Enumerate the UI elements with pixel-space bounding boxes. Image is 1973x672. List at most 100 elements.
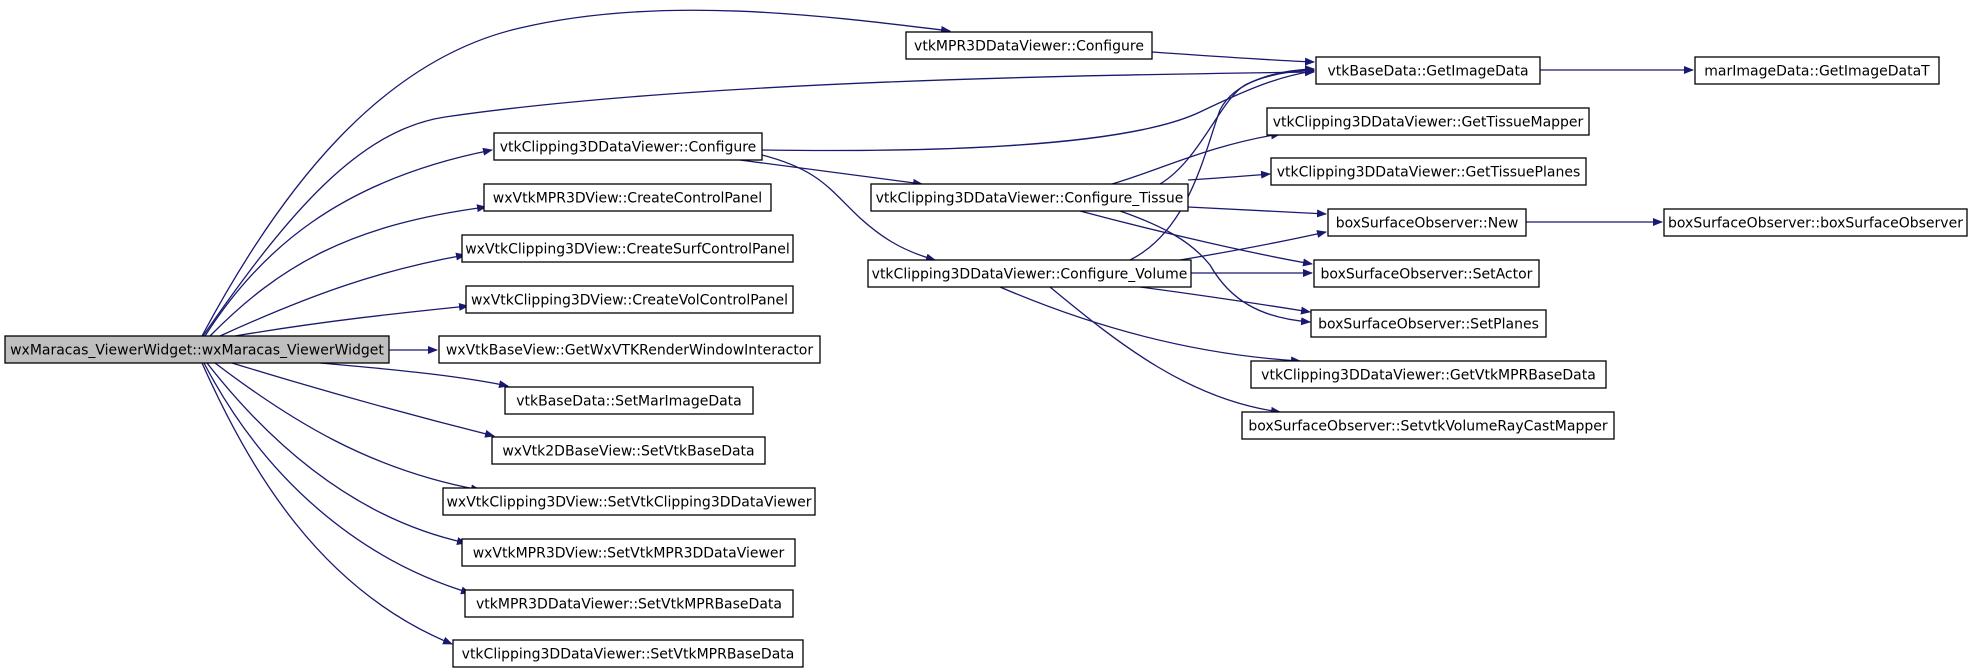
- node-get-tissue-mapper[interactable]: vtkClipping3DDataViewer::GetTissueMapper: [1266, 107, 1590, 136]
- node-box: [1663, 208, 1968, 237]
- node-box: [1315, 56, 1541, 85]
- node-mpr3d-configure[interactable]: vtkMPR3DDataViewer::Configure: [905, 31, 1153, 60]
- node-label: wxMaracas_ViewerWidget::wxMaracas_Viewer…: [10, 343, 384, 359]
- edge-configure_tissue-to-observer_new: [1187, 206, 1327, 218]
- node-create-vol[interactable]: wxVtkClipping3DView::CreateVolControlPan…: [465, 285, 794, 314]
- node-box: [493, 132, 763, 161]
- node-get-tissue-planes[interactable]: vtkClipping3DDataViewer::GetTissuePlanes: [1270, 157, 1587, 186]
- node-label: boxSurfaceObserver::New: [1336, 216, 1519, 232]
- edge-root-to-clip_set_base: [201, 362, 453, 645]
- node-label: boxSurfaceObserver::SetPlanes: [1318, 317, 1539, 333]
- node-label: vtkClipping3DDataViewer::GetTissueMapper: [1273, 115, 1584, 131]
- node-box: [1694, 56, 1940, 85]
- node-box: [1310, 309, 1547, 338]
- node-label: boxSurfaceObserver::boxSurfaceObserver: [1668, 216, 1963, 232]
- node-box: [867, 259, 1192, 288]
- node-label: vtkMPR3DDataViewer::Configure: [914, 39, 1144, 55]
- node-label: boxSurfaceObserver::SetvtkVolumeRayCastM…: [1248, 419, 1607, 435]
- node-label: wxVtkBaseView::GetWxVTKRenderWindowInter…: [446, 343, 814, 359]
- edge-configure_volume-to-set_raycast: [1049, 286, 1281, 415]
- edge-root-to-clip_configure: [204, 147, 493, 337]
- node-mar-get-image[interactable]: marImageData::GetImageDataT: [1694, 56, 1940, 85]
- node-get-vtk-mpr-base[interactable]: vtkClipping3DDataViewer::GetVtkMPRBaseDa…: [1250, 360, 1607, 389]
- node-observer-ctor[interactable]: boxSurfaceObserver::boxSurfaceObserver: [1663, 208, 1968, 237]
- node-create-control[interactable]: wxVtkMPR3DView::CreateControlPanel: [483, 183, 772, 212]
- node-set-planes[interactable]: boxSurfaceObserver::SetPlanes: [1310, 309, 1547, 338]
- edge-configure_volume-to-set_planes: [1139, 286, 1311, 315]
- node-box: [1327, 208, 1527, 237]
- node-label: vtkClipping3DDataViewer::GetTissuePlanes: [1277, 165, 1580, 181]
- node-box: [464, 589, 794, 618]
- edge-configure_volume-to-observer_new: [1179, 230, 1327, 261]
- node-box: [461, 234, 794, 263]
- node-configure-tissue[interactable]: vtkClipping3DDataViewer::Configure_Tissu…: [870, 183, 1189, 212]
- edge-clip_configure-to-get_image_data: [761, 68, 1315, 152]
- node-label: wxVtkMPR3DView::CreateControlPanel: [493, 191, 762, 207]
- edge-configure_volume-to-get_vtk_mpr_base: [999, 286, 1301, 365]
- node-box: [483, 183, 772, 212]
- node-label: wxVtk2DBaseView::SetVtkBaseData: [502, 444, 754, 460]
- node-configure-volume[interactable]: vtkClipping3DDataViewer::Configure_Volum…: [867, 259, 1192, 288]
- node-label: vtkClipping3DDataViewer::Configure_Volum…: [872, 267, 1188, 283]
- edge-root-to-set_clip_viewer: [214, 362, 481, 493]
- node-label: wxVtkClipping3DView::CreateVolControlPan…: [471, 293, 788, 309]
- node-set-mar-image[interactable]: vtkBaseData::SetMarImageData: [504, 386, 754, 415]
- node-box: [491, 436, 766, 465]
- node-box: [1313, 259, 1540, 288]
- node-label: vtkClipping3DDataViewer::GetVtkMPRBaseDa…: [1261, 368, 1596, 384]
- node-get-interactor[interactable]: wxVtkBaseView::GetWxVTKRenderWindowInter…: [438, 335, 821, 364]
- node-set-vtk-base[interactable]: wxVtk2DBaseView::SetVtkBaseData: [491, 436, 766, 465]
- node-label: wxVtkClipping3DView::CreateSurfControlPa…: [465, 242, 790, 258]
- node-box: [1266, 107, 1590, 136]
- edge-clip_configure-to-configure_volume: [761, 154, 936, 262]
- node-label: vtkMPR3DDataViewer::SetVtkMPRBaseData: [476, 597, 782, 613]
- edge-root-to-mpr3d_set_base: [203, 362, 471, 595]
- node-label: vtkBaseData::SetMarImageData: [516, 394, 742, 410]
- edge-root-to-set_vtk_base: [231, 362, 495, 438]
- node-create-surf[interactable]: wxVtkClipping3DView::CreateSurfControlPa…: [461, 234, 794, 263]
- node-set-clip-viewer[interactable]: wxVtkClipping3DView::SetVtkClipping3DDat…: [442, 487, 816, 516]
- node-box: [452, 639, 804, 668]
- edge-root-to-create_control: [209, 204, 487, 337]
- node-box: [1241, 411, 1615, 440]
- node-clip-configure[interactable]: vtkClipping3DDataViewer::Configure: [493, 132, 763, 161]
- call-edges: [201, 9, 1694, 645]
- function-nodes: wxMaracas_ViewerWidget::wxMaracas_Viewer…: [4, 31, 1968, 668]
- node-mpr3d-set-base[interactable]: vtkMPR3DDataViewer::SetVtkMPRBaseData: [464, 589, 794, 618]
- node-root[interactable]: wxMaracas_ViewerWidget::wxMaracas_Viewer…: [4, 335, 390, 364]
- node-label: boxSurfaceObserver::SetActor: [1321, 267, 1533, 283]
- node-clip-set-base[interactable]: vtkClipping3DDataViewer::SetVtkMPRBaseDa…: [452, 639, 804, 668]
- node-box: [438, 335, 821, 364]
- edge-root-to-mpr3d_configure: [201, 9, 951, 337]
- node-set-actor[interactable]: boxSurfaceObserver::SetActor: [1313, 259, 1540, 288]
- node-set-mpr3d-viewer[interactable]: wxVtkMPR3DView::SetVtkMPR3DDataViewer: [461, 538, 796, 567]
- node-label: vtkClipping3DDataViewer::SetVtkMPRBaseDa…: [462, 647, 795, 663]
- node-box: [504, 386, 754, 415]
- node-box: [461, 538, 796, 567]
- node-label: vtkClipping3DDataViewer::Configure: [500, 140, 757, 156]
- edge-root-to-set_mar_image: [319, 362, 509, 389]
- node-get-image-data[interactable]: vtkBaseData::GetImageData: [1315, 56, 1541, 85]
- edge-root-to-set_mpr3d_viewer: [206, 362, 467, 545]
- node-label: wxVtkMPR3DView::SetVtkMPR3DDataViewer: [473, 546, 785, 562]
- edge-mpr3d_configure-to-get_image_data: [1151, 51, 1315, 66]
- node-label: marImageData::GetImageDataT: [1704, 64, 1930, 80]
- edge-clip_configure-to-configure_tissue: [739, 159, 923, 187]
- node-box: [1250, 360, 1607, 389]
- edge-configure_tissue-to-get_tissue_planes: [1187, 170, 1271, 181]
- node-set-raycast[interactable]: boxSurfaceObserver::SetvtkVolumeRayCastM…: [1241, 411, 1615, 440]
- edge-configure_tissue-to-set_actor: [1079, 210, 1313, 267]
- edge-configure_tissue-to-set_planes: [1119, 210, 1311, 326]
- node-observer-new[interactable]: boxSurfaceObserver::New: [1327, 208, 1527, 237]
- edge-root-to-get_image_data: [202, 68, 1315, 337]
- edge-configure_tissue-to-get_tissue_mapper: [1111, 131, 1281, 185]
- node-box: [905, 31, 1153, 60]
- edge-root-to-create_vol: [234, 302, 469, 337]
- node-label: wxVtkClipping3DView::SetVtkClipping3DDat…: [446, 495, 811, 511]
- edge-configure_volume-to-get_image_data: [1129, 65, 1315, 261]
- node-box: [1270, 157, 1587, 186]
- node-box: [442, 487, 816, 516]
- node-label: vtkClipping3DDataViewer::Configure_Tissu…: [876, 191, 1184, 207]
- node-label: vtkBaseData::GetImageData: [1327, 64, 1528, 80]
